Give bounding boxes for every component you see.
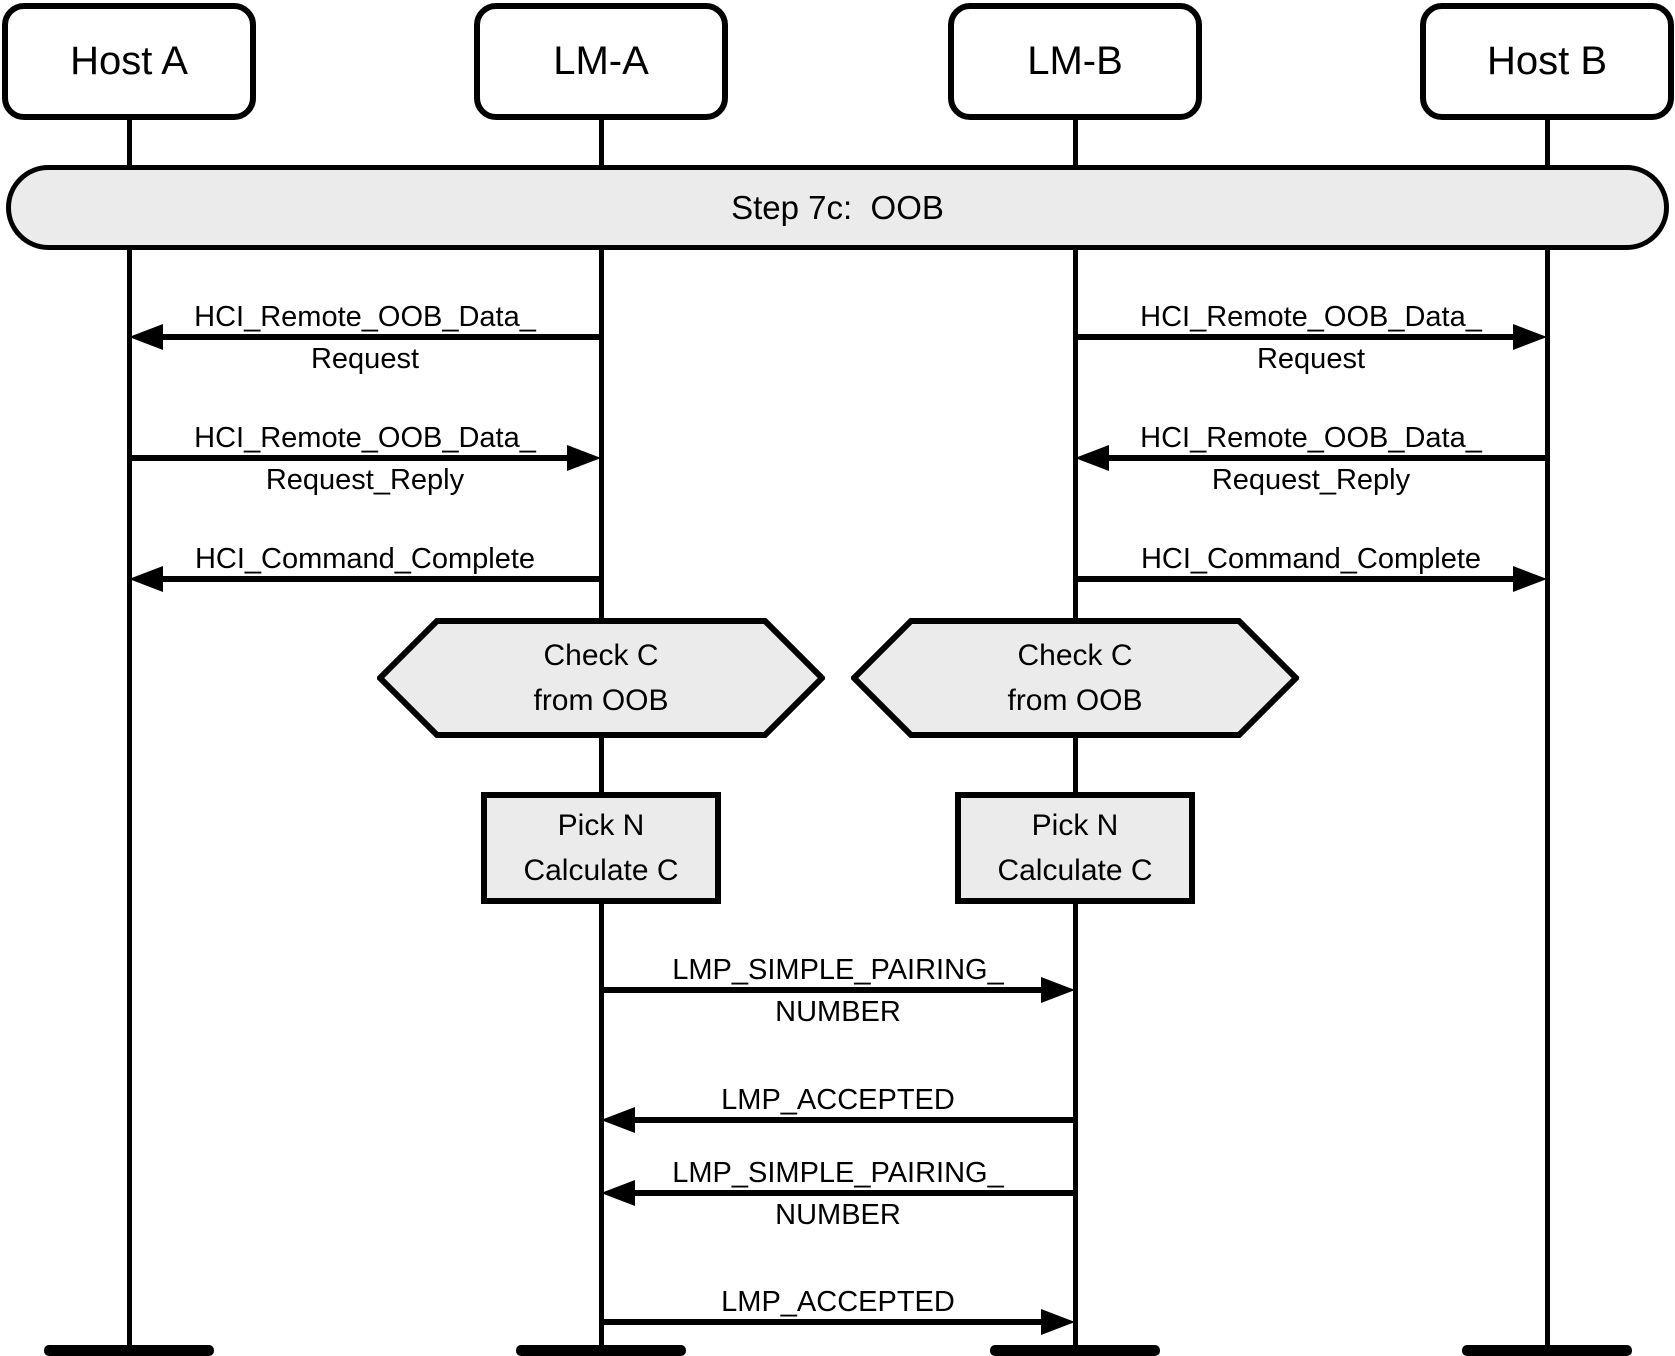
pick-n-box-lm-a: Pick N Calculate C [481, 792, 721, 904]
message-arrow-shaft [601, 1319, 1047, 1325]
step-banner-label: Step 7c: OOB [731, 188, 944, 226]
actor-connector-host-b [1545, 119, 1550, 166]
lifeline-end-bar-host-b [1462, 1345, 1632, 1356]
message-label-line1: LMP_SIMPLE_PAIRING_ [672, 954, 1004, 986]
arrow-right-icon [1041, 977, 1075, 1003]
arrow-right-icon [1513, 566, 1547, 592]
message-label-line2: Request [1256, 343, 1365, 375]
message-label-line1: HCI_Remote_OOB_Data_ [194, 422, 536, 454]
arrow-right-icon [1513, 324, 1547, 350]
node-label-line1: Pick N [1031, 809, 1119, 842]
message-lmp-simple-pairing-number-1: LMP_SIMPLE_PAIRING_ NUMBER [601, 940, 1075, 1040]
message-label-line2: Request_Reply [265, 464, 465, 496]
arrow-right-icon [1041, 1309, 1075, 1335]
pick-n-box-lm-b: Pick N Calculate C [955, 792, 1195, 904]
actor-connector-host-a [127, 119, 132, 166]
hexagon-shape [851, 618, 1299, 738]
actor-label: LM-B [1027, 39, 1123, 83]
message-label-line2: Request [310, 343, 419, 375]
actor-lm-a: LM-A [474, 3, 728, 120]
node-label-line1: Check C [543, 639, 659, 672]
message-arrow-shaft [129, 455, 573, 461]
message-label-line2: Request_Reply [1211, 464, 1411, 496]
message-label-line1: HCI_Command_Complete [194, 543, 536, 575]
arrow-left-icon [129, 566, 163, 592]
message-hci-remote-oob-data-request-reply-right: HCI_Remote_OOB_Data_ Request_Reply [1075, 408, 1547, 508]
message-arrow-shaft [601, 987, 1047, 993]
node-label-line2: Calculate C [997, 854, 1153, 887]
message-label-line1: LMP_SIMPLE_PAIRING_ [672, 1157, 1004, 1189]
message-label-line1: HCI_Remote_OOB_Data_ [194, 301, 536, 333]
message-lmp-accepted-1: LMP_ACCEPTED [601, 1070, 1075, 1170]
actor-host-a: Host A [2, 3, 256, 120]
message-label-line1: LMP_ACCEPTED [721, 1084, 955, 1116]
lifeline-end-bar-lm-a [516, 1345, 686, 1356]
arrow-right-icon [567, 445, 601, 471]
message-arrow-shaft [1075, 576, 1519, 582]
message-label-line1: HCI_Command_Complete [1140, 543, 1482, 575]
message-arrow-shaft [629, 1117, 1075, 1123]
message-label-line2: NUMBER [775, 996, 901, 1028]
check-c-hexagon-lm-b: Check C from OOB [851, 618, 1299, 738]
message-label-line1: HCI_Remote_OOB_Data_ [1140, 301, 1482, 333]
message-label-line1: LMP_ACCEPTED [721, 1286, 955, 1318]
message-hci-command-complete-right: HCI_Command_Complete [1075, 529, 1547, 629]
message-arrow-shaft [157, 576, 601, 582]
message-arrow-shaft [629, 1190, 1075, 1196]
lifeline-host-b [1545, 248, 1550, 1350]
arrow-left-icon [601, 1107, 635, 1133]
message-arrow-shaft [157, 334, 601, 340]
message-hci-remote-oob-data-request-left: HCI_Remote_OOB_Data_ Request [129, 287, 601, 387]
actor-connector-lm-b [1073, 119, 1078, 166]
actor-connector-lm-a [599, 119, 604, 166]
check-c-hexagon-lm-a: Check C from OOB [377, 618, 825, 738]
message-hci-remote-oob-data-request-right: HCI_Remote_OOB_Data_ Request [1075, 287, 1547, 387]
actor-host-b: Host B [1420, 3, 1674, 120]
arrow-left-icon [1075, 445, 1109, 471]
node-label-line1: Check C [1017, 639, 1133, 672]
step-banner: Step 7c: OOB [6, 165, 1669, 250]
lifeline-host-a [127, 248, 132, 1350]
actor-label: LM-A [553, 39, 649, 83]
actor-lm-b: LM-B [948, 3, 1202, 120]
message-label-line1: HCI_Remote_OOB_Data_ [1140, 422, 1482, 454]
message-lmp-simple-pairing-number-2: LMP_SIMPLE_PAIRING_ NUMBER [601, 1143, 1075, 1243]
lifeline-end-bar-host-a [44, 1345, 214, 1356]
node-label-line2: Calculate C [523, 854, 679, 887]
lifeline-end-bar-lm-b [990, 1345, 1160, 1356]
message-arrow-shaft [1103, 455, 1547, 461]
hexagon-shape [377, 618, 825, 738]
message-arrow-shaft [1075, 334, 1519, 340]
node-label-line2: from OOB [1007, 684, 1143, 717]
arrow-left-icon [129, 324, 163, 350]
message-hci-command-complete-left: HCI_Command_Complete [129, 529, 601, 629]
actor-label: Host B [1486, 39, 1608, 83]
actor-label: Host A [70, 39, 188, 83]
message-label-line2: NUMBER [775, 1199, 901, 1231]
message-lmp-accepted-2: LMP_ACCEPTED [601, 1272, 1075, 1356]
message-hci-remote-oob-data-request-reply-left: HCI_Remote_OOB_Data_ Request_Reply [129, 408, 601, 508]
node-label-line1: Pick N [557, 809, 645, 842]
arrow-left-icon [601, 1180, 635, 1206]
node-label-line2: from OOB [533, 684, 669, 717]
